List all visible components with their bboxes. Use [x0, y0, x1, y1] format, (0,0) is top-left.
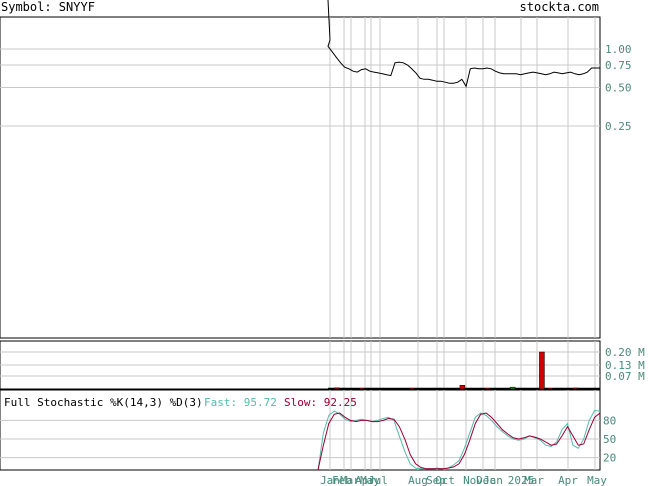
x-month-label: Oct — [435, 474, 455, 486]
fast-label: Fast: 95.72 — [204, 396, 277, 409]
volume-bar — [409, 388, 415, 390]
symbol-label: Symbol: SNYYF — [1, 0, 95, 14]
x-month-label: Jul — [368, 474, 388, 486]
axis-layer: 1.00 0.75 0.50 0.25 0.20 M0.13 M0.07 M 80 50 20… — [320, 43, 645, 486]
price-tick-label: 0.25 — [605, 120, 632, 133]
stochastic-tick-label: 80 — [603, 414, 616, 427]
x-month-label: Jan — [320, 474, 340, 486]
slow-stochastic-line — [317, 412, 601, 471]
x-month-label: Mar — [524, 474, 544, 486]
volume-bar — [459, 385, 466, 390]
volume-bar — [359, 388, 365, 390]
price-series-line — [327, 0, 600, 88]
price-panel-frame — [0, 16, 601, 339]
x-month-label: Apr — [558, 474, 578, 486]
x-month-label: Feb — [332, 474, 352, 486]
x-month-label: Sep — [426, 474, 446, 486]
volume-bar — [572, 387, 579, 390]
stochastic-tick-label: 20 — [603, 452, 616, 465]
stochastic-tick-label: 50 — [603, 433, 616, 446]
volume-bar — [509, 386, 516, 390]
x-month-label: Mar — [340, 474, 360, 486]
volume-tick-label: 0.07 M — [605, 370, 645, 383]
price-tick-label: 0.50 — [605, 82, 632, 95]
price-tick-label: 1.00 — [605, 43, 632, 56]
fast-stochastic-line — [317, 409, 601, 471]
x-month-label: Aug — [408, 474, 428, 486]
x-month-label: Apr — [355, 474, 375, 486]
volume-layer — [328, 351, 600, 390]
volume-bar — [484, 388, 491, 390]
volume-bar — [539, 351, 545, 390]
x-month-label: 2025 — [508, 474, 535, 486]
price-layer — [327, 0, 600, 88]
x-month-label: Nov — [463, 474, 483, 486]
volume-bar — [334, 387, 340, 390]
volume-tick-label: 0.13 M — [605, 359, 645, 372]
grid-layer — [0, 17, 600, 470]
slow-label: Slow: 92.25 — [284, 396, 357, 409]
price-tick-label: 0.75 — [605, 59, 632, 72]
stochastic-panel-frame — [0, 389, 601, 471]
volume-bar — [547, 388, 554, 390]
x-month-label: May — [587, 474, 607, 486]
stochastic-title: Full Stochastic %K(14,3) %D(3) — [4, 396, 203, 409]
x-month-label: Dec — [476, 474, 496, 486]
site-name: stockta.com — [520, 0, 599, 14]
volume-tick-label: 0.20 M — [605, 346, 645, 359]
stochastic-layer — [317, 409, 601, 471]
x-month-label: May — [360, 474, 380, 486]
x-month-label: Jan — [483, 474, 503, 486]
